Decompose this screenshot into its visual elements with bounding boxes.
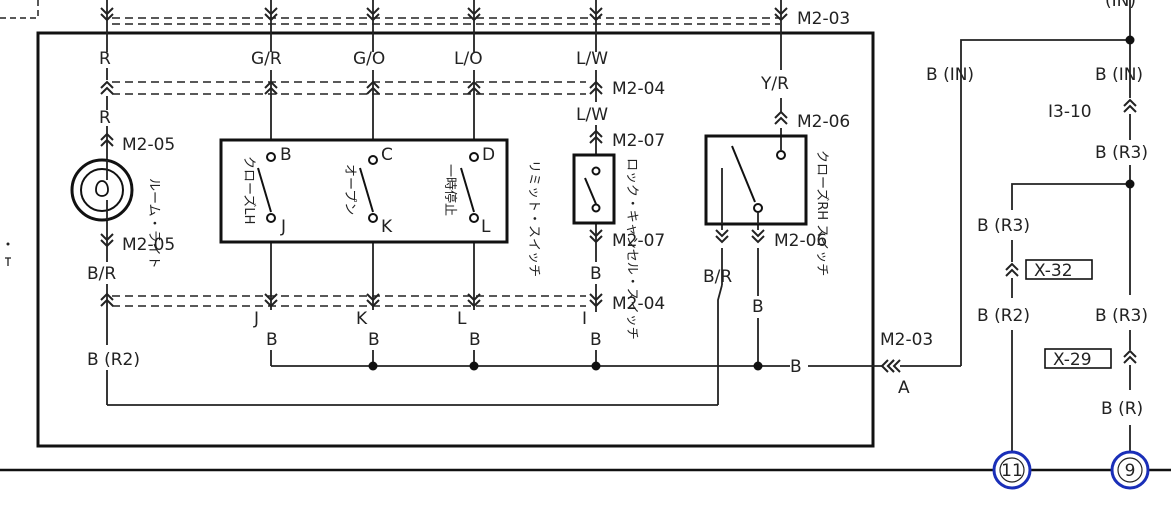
wire-label-go: G/O [353,49,385,69]
wire-label-b5: B [590,264,602,284]
connector-label-m2-04-bottom: M2-04 [612,294,665,314]
wire-label-r-top: R [99,49,111,69]
connector-label-m2-06-bottom: M2-06 [774,231,827,251]
connector-label-m2-07-bottom: M2-07 [612,231,665,251]
wire-label-r-mid: R [99,108,111,128]
vertical-wires [106,0,883,406]
open-label: オープン [342,164,357,215]
room-light: M2-05 ルーム・ライト M2-05 [70,133,175,269]
wire-label-gr: G/R [251,49,282,69]
wire-label-br3-2: B (R3) [977,216,1030,236]
wire-label-i: I [582,309,587,329]
module-box [36,31,875,448]
wire-labels: R G/R G/O L/O L/W R L/W Y/R B/R B (R2) B… [87,49,802,377]
connector-label-m2-07-top: M2-07 [612,131,665,151]
connector-label-x32: X-32 [1034,261,1073,281]
connector-label-x29: X-29 [1053,350,1092,370]
connector-label-m2-05-bottom: M2-05 [122,235,175,255]
close-rh-switch: M2-06 クローズRH スイッチ M2-06 [704,111,850,276]
terminal-d: D [482,145,495,165]
ground-label-11: 11 [1001,461,1023,481]
pause-label: 一時停止 [442,164,458,216]
wire-label-br: B (R) [1101,399,1143,419]
terminal-k: K [381,217,393,237]
wire-label-bin-top: (IN) [1105,0,1136,11]
upper-block-fragment [0,0,39,19]
ground-label-9: 9 [1125,461,1136,481]
right-connectors: X-32 X-29 I3-10 [1005,99,1137,370]
connector-m2-04-bottom: M2-04 [100,293,665,314]
right-splices [1125,35,1135,189]
connector-label-m2-06-top: M2-06 [797,112,850,132]
wire-label-lw-mid: L/W [576,105,608,125]
right-wire-labels: (IN) B (IN) B (IN) B (R3) B (R3) B (R2) … [926,0,1148,419]
wire-label-br-2: B (R2) [87,350,140,370]
close-rh-label: クローズRH スイッチ [814,150,830,276]
wire-label-yr: Y/R [760,74,789,94]
wire-label-br-3: B/R [703,267,732,287]
wire-label-lw-top: L/W [576,49,608,69]
wire-label-b2: B [368,330,380,350]
wire-label-j: J [253,309,259,329]
main-switch-assembly: B C D J K L クローズLH オープン 一時停止 [219,138,509,244]
connector-label-i3-10: I3-10 [1048,102,1092,122]
connector-m2-03-top: M2-03 [100,7,850,29]
connector-label-m2-03-top: M2-03 [797,9,850,29]
wire-label-b4: B [590,330,602,350]
wire-label-b1: B [266,330,278,350]
room-light-label: ルーム・ライト [146,178,161,269]
limit-switch-label: リミット・スイッチ [526,160,541,277]
terminal-l: L [481,217,491,237]
wire-label-bin-1: B (IN) [926,65,974,85]
terminal-c: C [381,145,393,165]
splice-dots [368,361,763,371]
wire-label-br2: B (R2) [977,306,1030,326]
close-lh-label: クローズLH [241,156,257,224]
wire-label-bin-2: B (IN) [1095,65,1143,85]
lock-cancel-label: ロック・キャンセル・スイッチ [624,158,639,340]
terminal-b: B [280,145,292,165]
wire-label-l: L [457,309,467,329]
ground-point-11: 11 [992,450,1032,490]
right-circuits [960,0,1131,452]
wire-label-k: K [356,309,368,329]
wire-label-b6: B [752,297,764,317]
connector-m2-04-top: M2-04 [100,79,665,99]
wire-label-br3-3: B (R3) [1095,306,1148,326]
ground-point-9: 9 [1110,450,1150,490]
wire-label-lo: L/O [454,49,483,69]
wire-label-br-1: B/R [87,264,116,284]
lock-cancel-switch: M2-07 ロック・キャンセル・スイッチ M2-07 [572,130,665,340]
wire-label-b7: B [790,357,802,377]
wire-label-b3: B [469,330,481,350]
terminal-j: J [280,217,286,237]
connector-pin-a: A [898,378,910,398]
wire-label-br3-1: B (R3) [1095,143,1148,163]
left-edge-marks [5,242,11,266]
connector-label-m2-04-top: M2-04 [612,79,665,99]
connector-m2-03-side: M2-03 A [880,330,961,398]
connector-label-m2-05-top: M2-05 [122,135,175,155]
connector-label-m2-03-side: M2-03 [880,330,933,350]
